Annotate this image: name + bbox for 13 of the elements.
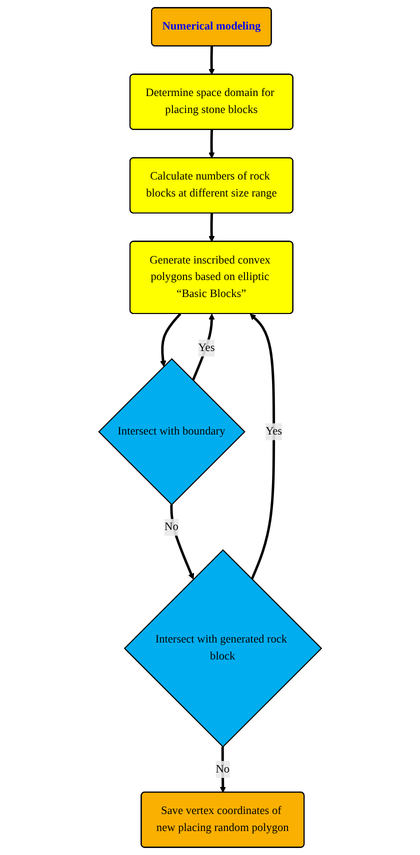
node-diamond: Intersect with boundary xyxy=(98,358,246,506)
edge-label: No xyxy=(216,763,230,776)
arrow xyxy=(208,46,215,75)
arrow xyxy=(208,130,215,158)
edge-label: Yes xyxy=(265,425,282,438)
edge-label: No xyxy=(164,520,178,533)
node-diamond: Intersect with generated rock block xyxy=(124,549,322,748)
arrow xyxy=(208,213,215,242)
edge-label: Yes xyxy=(198,342,215,354)
arrow xyxy=(192,314,215,381)
arrow xyxy=(170,504,194,580)
arrow xyxy=(250,314,275,580)
arrow xyxy=(160,313,182,367)
